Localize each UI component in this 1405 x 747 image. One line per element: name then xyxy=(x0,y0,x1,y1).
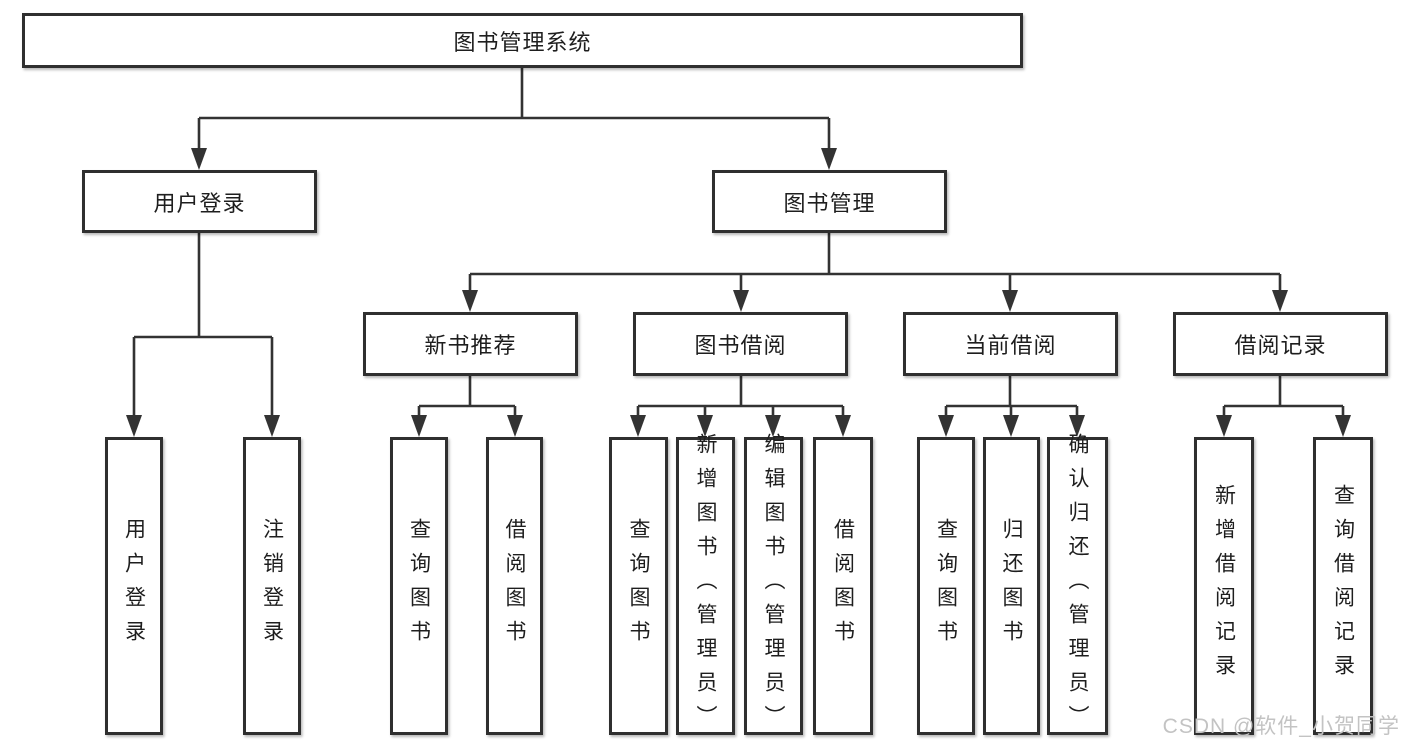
leaf-label: 归还图书 xyxy=(1000,518,1023,654)
leaf-borrow-books: 借阅图书 xyxy=(813,437,873,735)
leaf-label: 新增图书（管理员） xyxy=(694,433,717,739)
leaf-user-login: 用户登录 xyxy=(105,437,163,735)
node-label: 借阅记录 xyxy=(1234,333,1327,358)
leaf-label: 确认归还（管理员） xyxy=(1066,433,1089,739)
leaf-return-book: 归还图书 xyxy=(983,437,1040,735)
node-label: 用户登录 xyxy=(153,190,246,216)
leaf-add-borrow-record: 新增借阅记录 xyxy=(1194,437,1254,735)
node-new-book-recommend: 新书推荐 xyxy=(363,312,578,376)
leaf-label: 新增借阅记录 xyxy=(1212,484,1236,688)
leaf-edit-book-admin: 编辑图书（管理员） xyxy=(744,433,803,739)
leaf-query-borrow-record: 查询借阅记录 xyxy=(1313,437,1373,735)
node-root-library-system: 图书管理系统 xyxy=(22,13,1023,68)
csdn-watermark: CSDN @软件_小贺同学 xyxy=(1162,715,1400,738)
node-label: 图书借阅 xyxy=(694,333,787,358)
leaf-label: 查询借阅记录 xyxy=(1331,484,1355,688)
leaf-query-books-recommend: 查询图书 xyxy=(390,437,448,735)
leaf-borrow-books-recommend: 借阅图书 xyxy=(486,437,543,735)
leaf-query-books-current: 查询图书 xyxy=(917,437,975,735)
node-label: 当前借阅 xyxy=(964,333,1057,358)
node-current-borrow: 当前借阅 xyxy=(903,312,1118,376)
leaf-label: 注销登录 xyxy=(260,518,284,654)
node-book-management: 图书管理 xyxy=(712,170,947,233)
node-label: 新书推荐 xyxy=(424,333,517,358)
leaf-confirm-return-admin: 确认归还（管理员） xyxy=(1047,433,1108,739)
leaf-label: 查询图书 xyxy=(407,518,431,654)
leaf-add-book-admin: 新增图书（管理员） xyxy=(676,433,735,739)
leaf-label: 借阅图书 xyxy=(831,518,855,654)
node-user-login: 用户登录 xyxy=(82,170,317,233)
leaf-label: 查询图书 xyxy=(627,518,650,654)
node-borrow-records: 借阅记录 xyxy=(1173,312,1388,376)
leaf-logout: 注销登录 xyxy=(243,437,301,735)
node-label: 图书管理 xyxy=(783,190,876,216)
leaf-query-books-borrow: 查询图书 xyxy=(609,437,668,735)
node-label: 图书管理系统 xyxy=(453,29,592,55)
leaf-label: 编辑图书（管理员） xyxy=(762,433,785,739)
node-book-borrow: 图书借阅 xyxy=(633,312,848,376)
leaf-label: 用户登录 xyxy=(122,518,146,654)
leaf-label: 查询图书 xyxy=(934,518,958,654)
leaf-label: 借阅图书 xyxy=(503,518,526,654)
